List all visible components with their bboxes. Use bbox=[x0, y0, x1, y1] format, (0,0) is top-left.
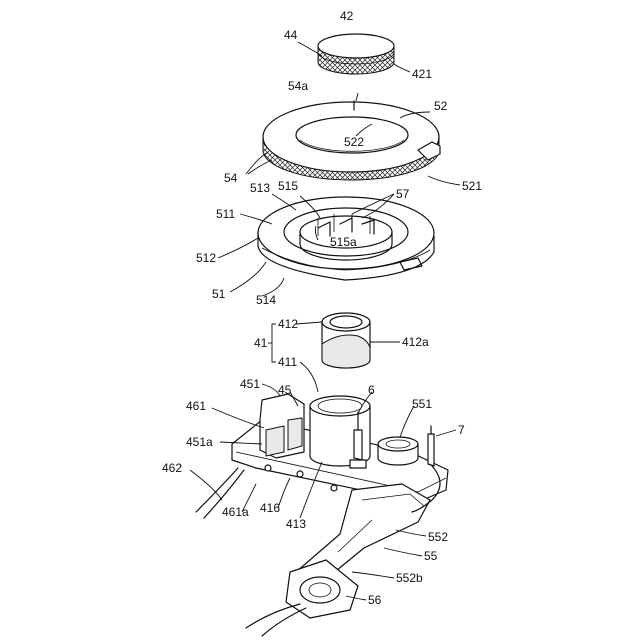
reference-labels: 42 44 421 54a 52 522 54 521 513 515 57 5… bbox=[162, 9, 482, 607]
label-412a: 412a bbox=[402, 335, 429, 349]
label-6: 6 bbox=[368, 383, 375, 397]
label-522: 522 bbox=[344, 135, 364, 149]
label-54: 54 bbox=[224, 171, 238, 185]
label-41: 41 bbox=[254, 336, 268, 350]
inner-tube bbox=[322, 313, 370, 368]
label-42: 42 bbox=[340, 9, 354, 23]
label-512: 512 bbox=[196, 251, 216, 265]
label-551: 551 bbox=[412, 397, 432, 411]
burner-cap bbox=[318, 34, 394, 74]
label-511: 511 bbox=[216, 207, 235, 221]
label-52: 52 bbox=[434, 99, 448, 113]
label-45: 45 bbox=[278, 383, 292, 397]
label-51: 51 bbox=[212, 287, 226, 301]
label-462: 462 bbox=[162, 461, 182, 475]
label-56: 56 bbox=[368, 593, 382, 607]
label-515: 515 bbox=[278, 179, 298, 193]
label-552b: 552b bbox=[396, 571, 423, 585]
label-513: 513 bbox=[250, 181, 270, 195]
label-44: 44 bbox=[284, 28, 298, 42]
label-7: 7 bbox=[458, 423, 465, 437]
label-521: 521 bbox=[462, 179, 482, 193]
label-461: 461 bbox=[186, 399, 206, 413]
label-461a: 461a bbox=[222, 505, 249, 519]
label-552: 552 bbox=[428, 530, 448, 544]
label-451a: 451a bbox=[186, 435, 213, 449]
label-412: 412 bbox=[278, 317, 298, 331]
label-416: 416 bbox=[260, 501, 280, 515]
label-54a: 54a bbox=[288, 79, 308, 93]
label-515a: 515a bbox=[330, 235, 357, 249]
label-514: 514 bbox=[256, 293, 276, 307]
label-451: 451 bbox=[240, 377, 260, 391]
label-57: 57 bbox=[396, 187, 410, 201]
label-55: 55 bbox=[424, 549, 438, 563]
label-413: 413 bbox=[286, 517, 306, 531]
label-411: 411 bbox=[278, 355, 297, 369]
label-421: 421 bbox=[412, 67, 432, 81]
